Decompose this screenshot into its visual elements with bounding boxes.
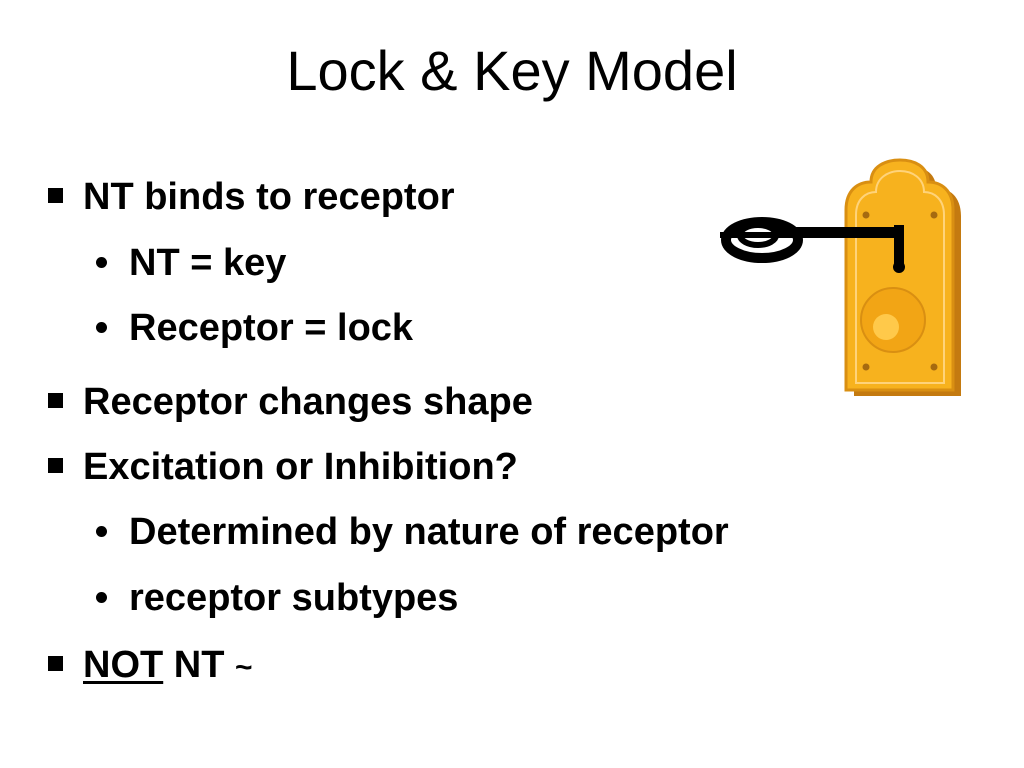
bullet-text: Excitation or Inhibition? <box>83 446 518 488</box>
sub-bullet-item: receptor subtypes <box>96 579 458 617</box>
round-bullet-icon <box>96 592 107 604</box>
bullet-text-underlined: NOT <box>83 644 164 686</box>
sub-bullet-item: Determined by nature of receptor <box>96 513 729 551</box>
bullet-text: Determined by nature of receptor <box>129 511 729 553</box>
screw-icon <box>930 363 938 371</box>
tilde-mark: ~ <box>235 651 253 684</box>
lock-and-key-icon <box>720 158 961 396</box>
lock-plate <box>844 158 955 392</box>
square-bullet-icon <box>48 188 63 204</box>
square-bullet-icon <box>48 393 63 409</box>
bullet-item: Receptor changes shape <box>48 383 533 421</box>
bullet-item: NOT NT ~ <box>48 646 253 684</box>
bullet-item: Excitation or Inhibition? <box>48 448 518 486</box>
square-bullet-icon <box>48 656 63 672</box>
screw-icon <box>862 211 870 219</box>
bullet-text: NT binds to receptor <box>83 176 455 218</box>
keyhole <box>894 225 904 265</box>
round-bullet-icon <box>96 257 107 269</box>
square-bullet-icon <box>48 458 63 474</box>
round-bullet-icon <box>96 526 107 538</box>
plate-bevel <box>855 169 945 384</box>
slide-title: Lock & Key Model <box>286 39 738 102</box>
bullet-text: NT <box>163 644 235 686</box>
screw-icon <box>930 211 938 219</box>
bullet-text: NT = key <box>129 242 287 284</box>
sub-bullet-item: NT = key <box>96 244 286 282</box>
knob-highlight <box>873 314 899 340</box>
round-bullet-icon <box>96 322 107 334</box>
bullet-item: NT binds to receptor <box>48 178 455 216</box>
bullet-text: receptor subtypes <box>129 577 459 619</box>
bullet-text: Receptor = lock <box>129 307 414 349</box>
sub-bullet-item: Receptor = lock <box>96 309 413 347</box>
bullet-text: Receptor changes shape <box>83 381 533 423</box>
key-shaft <box>772 227 900 238</box>
screw-icon <box>862 363 870 371</box>
key-bow <box>721 217 803 263</box>
